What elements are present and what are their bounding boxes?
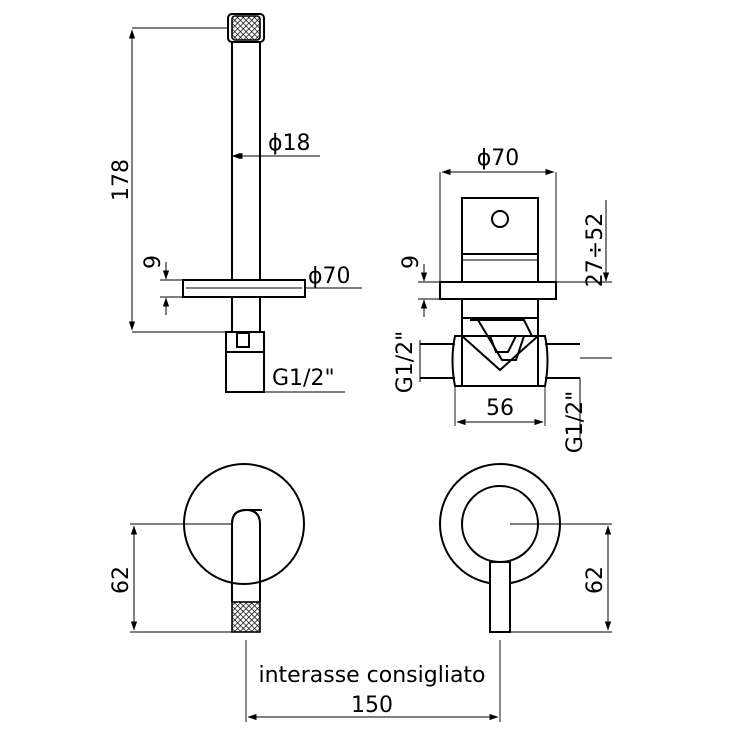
spout-thread (225, 331, 265, 393)
spout-side-view: 178 ϕ18 9 ϕ70 G1/2" (109, 13, 362, 393)
mixer-side-view: ϕ70 9 27÷52 (393, 146, 612, 453)
aerator-mesh (231, 15, 261, 41)
spout-diameter-label: ϕ18 (268, 131, 311, 156)
plate-thickness-label: 9 (141, 255, 166, 269)
front-right-height-label: 62 (583, 566, 608, 594)
mixer-front-lever (489, 561, 511, 633)
valve-body (451, 335, 549, 387)
mixer-front-view: 62 (439, 463, 612, 633)
plate-diameter-label: ϕ70 (308, 264, 351, 289)
spout-front-aerator (231, 601, 261, 633)
spout-front-view: 62 (109, 463, 305, 633)
body-width-label: 56 (486, 396, 514, 421)
mixer-wall-plate (439, 281, 557, 300)
mixer-diameter-label: ϕ70 (477, 146, 520, 171)
front-left-height-label: 62 (109, 566, 134, 594)
mixer-plate-thickness-label: 9 (399, 255, 424, 269)
inlet-left-label: G1/2" (393, 331, 418, 394)
center-distance-caption: interasse consigliato (258, 663, 485, 688)
spout-thread-label: G1/2" (272, 366, 335, 391)
spout-height-label: 178 (109, 159, 134, 201)
center-distance-dimension: interasse consigliato 150 (245, 640, 501, 722)
mixer-depth-range-label: 27÷52 (583, 213, 608, 287)
center-distance-label: 150 (351, 693, 393, 718)
inlet-right-label: G1/2" (563, 391, 588, 454)
